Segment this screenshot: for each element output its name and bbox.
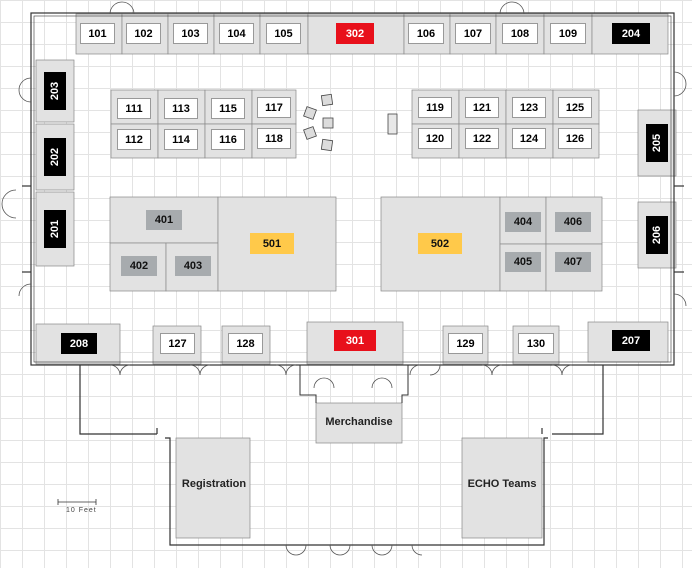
booth-302[interactable]: 302	[336, 23, 374, 44]
merchandise-area[interactable]: Merchandise	[325, 416, 393, 428]
booth-202[interactable]: 202	[44, 138, 66, 176]
booth-203[interactable]: 203	[44, 72, 66, 110]
booth-119[interactable]: 119	[418, 97, 452, 118]
booth-502[interactable]: 502	[418, 233, 462, 254]
booth-105[interactable]: 105	[266, 23, 301, 44]
booth-118[interactable]: 118	[257, 128, 291, 149]
booth-114[interactable]: 114	[164, 129, 198, 150]
booth-116[interactable]: 116	[211, 129, 245, 150]
booth-108[interactable]: 108	[502, 23, 538, 44]
booth-126[interactable]: 126	[558, 128, 592, 149]
booth-109[interactable]: 109	[550, 23, 586, 44]
booth-127[interactable]: 127	[160, 333, 195, 354]
booth-117[interactable]: 117	[257, 97, 291, 118]
booth-101[interactable]: 101	[80, 23, 115, 44]
booth-204[interactable]: 204	[612, 23, 650, 44]
booth-121[interactable]: 121	[465, 97, 499, 118]
echo-teams-area[interactable]: ECHO Teams	[467, 478, 537, 490]
booth-112[interactable]: 112	[117, 129, 151, 150]
booth-120[interactable]: 120	[418, 128, 452, 149]
booth-128[interactable]: 128	[228, 333, 263, 354]
scale-bar	[57, 499, 97, 505]
registration-area[interactable]: Registration	[181, 478, 247, 490]
booth-401[interactable]: 401	[146, 210, 182, 230]
booth-407[interactable]: 407	[555, 252, 591, 272]
booth-102[interactable]: 102	[126, 23, 161, 44]
booth-301[interactable]: 301	[334, 330, 376, 351]
booth-125[interactable]: 125	[558, 97, 592, 118]
scale-label: 10 Feet	[66, 507, 97, 514]
booth-205[interactable]: 205	[646, 124, 668, 162]
booth-115[interactable]: 115	[211, 98, 245, 119]
booth-104[interactable]: 104	[219, 23, 254, 44]
booth-501[interactable]: 501	[250, 233, 294, 254]
booth-111[interactable]: 111	[117, 98, 151, 119]
booth-124[interactable]: 124	[512, 128, 546, 149]
booth-130[interactable]: 130	[518, 333, 554, 354]
booth-406[interactable]: 406	[555, 212, 591, 232]
booth-122[interactable]: 122	[465, 128, 499, 149]
booth-129[interactable]: 129	[448, 333, 483, 354]
booth-201[interactable]: 201	[44, 210, 66, 248]
booth-403[interactable]: 403	[175, 256, 211, 276]
booth-113[interactable]: 113	[164, 98, 198, 119]
booth-402[interactable]: 402	[121, 256, 157, 276]
booth-123[interactable]: 123	[512, 97, 546, 118]
booth-207[interactable]: 207	[612, 330, 650, 351]
booth-106[interactable]: 106	[408, 23, 444, 44]
booth-206[interactable]: 206	[646, 216, 668, 254]
booth-107[interactable]: 107	[455, 23, 491, 44]
booth-208[interactable]: 208	[61, 333, 97, 354]
booth-404[interactable]: 404	[505, 212, 541, 232]
booth-103[interactable]: 103	[173, 23, 208, 44]
booth-405[interactable]: 405	[505, 252, 541, 272]
